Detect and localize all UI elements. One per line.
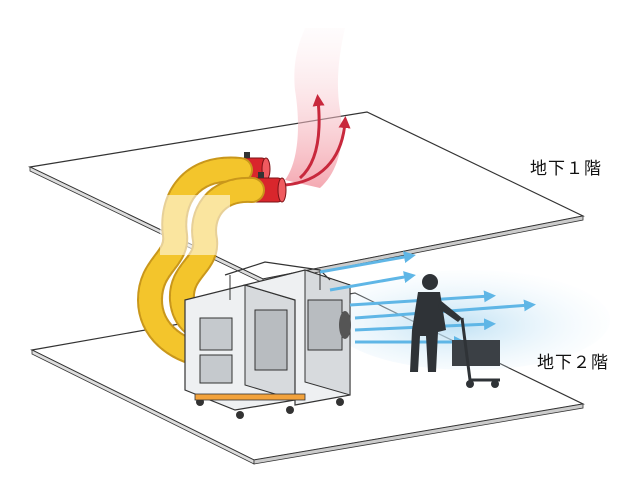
hot-air-arrow-2 bbox=[284, 116, 351, 187]
hot-air-arrow-1 bbox=[298, 94, 325, 180]
worker-with-cart-icon bbox=[410, 274, 500, 388]
hot-air-plume bbox=[284, 28, 351, 188]
spot-cooler-unit-icon bbox=[184, 261, 351, 419]
cool-air-glow bbox=[330, 270, 610, 370]
floor-label-b1: 地下１階 bbox=[530, 159, 602, 179]
flexible-duct-icon bbox=[136, 156, 265, 368]
floor-label-b2: 地下２階 bbox=[537, 353, 609, 373]
